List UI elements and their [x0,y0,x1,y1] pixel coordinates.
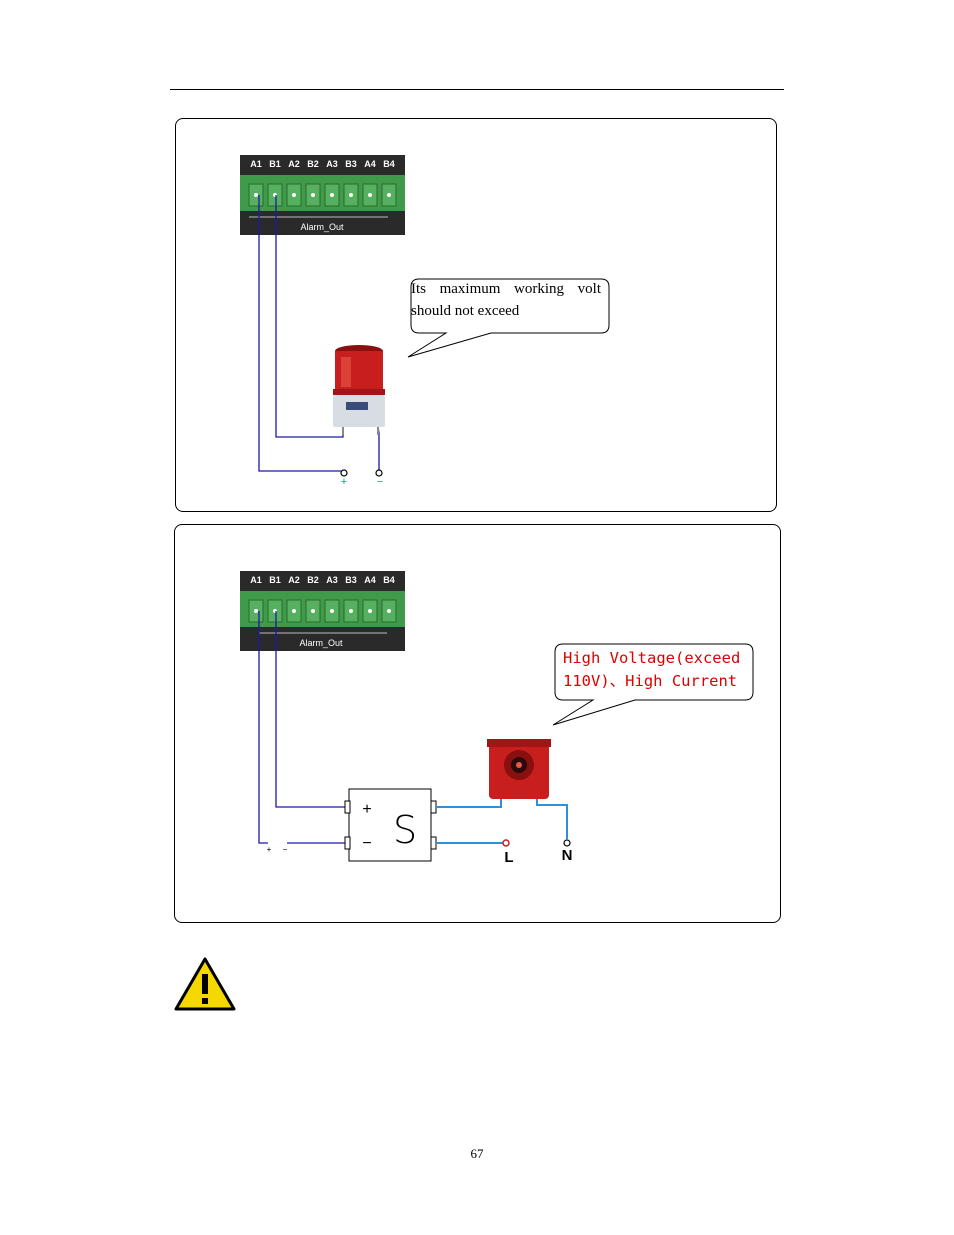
low-voltage-wiring-diagram: A1 B1 A2 B2 A3 B3 A4 B4 Alarm_Out + − [240,155,610,488]
terminal-hole-a2 [292,193,296,197]
page-number: 67 [470,1146,484,1161]
diagram-high-voltage-panel: A1 B1 A2 B2 A3 B3 A4 B4 Alarm_Out + − + − S L N [174,524,781,923]
terminal-label-b2: B2 [307,575,319,585]
terminal-label-b3: B3 [345,159,357,169]
connector-caption: Alarm_Out [299,638,343,648]
terminal-hole-a1 [254,609,258,613]
terminal-hole-b2 [311,193,315,197]
terminal-label-b3: B3 [345,575,357,585]
siren-image [487,739,551,799]
warning-triangle-icon [174,957,236,1011]
wire-a1 [258,195,344,472]
diagram-low-voltage-panel: A1 B1 A2 B2 A3 B3 A4 B4 Alarm_Out + − Its maxim… [175,118,777,512]
callout-line-1: Its maximum working volt [411,281,601,297]
alarm-out-connector: A1 B1 A2 B2 A3 B3 A4 B4 Alarm_Out [240,155,405,235]
terminal-hole-a1 [254,193,258,197]
terminal-hole-b3 [349,609,353,613]
terminal-hole-a2 [292,609,296,613]
terminal-label-b2: B2 [307,159,319,169]
callout-line-2: 110V)、High Current [563,672,738,690]
terminal-label-a4: A4 [364,159,376,169]
voltage-callout: Its maximum working volt should not exce… [411,278,601,322]
callout-line-1: High Voltage(exceed [563,649,741,667]
high-voltage-callout: High Voltage(exceed 110V)、High Current [563,647,743,693]
terminal-label-b1: B1 [269,159,281,169]
wire-b1 [275,611,345,808]
terminal-hole-b3 [349,193,353,197]
callout-line-2: should not exceed [411,303,520,319]
wire-neutral [536,795,568,839]
speech-bubble [407,278,610,358]
terminal-label-a2: A2 [288,575,300,585]
terminal-hole-a3 [330,193,334,197]
terminal-label-a3: A3 [326,575,338,585]
wire-a1 [258,611,268,844]
terminal-label-a4: A4 [364,575,376,585]
solid-state-relay: + − S [344,788,437,862]
line-label: L [504,849,513,866]
small-plus-label: + [267,845,272,854]
minus-label: − [377,476,383,488]
relay-minus: − [362,835,371,852]
terminal-hole-b4 [387,193,391,197]
terminal-hole-a4 [368,609,372,613]
terminal-hole-b2 [311,609,315,613]
terminal-label-a1: A1 [250,159,262,169]
terminal-hole-a4 [368,193,372,197]
terminal-hole-b4 [387,609,391,613]
speech-bubble [552,643,754,726]
plus-label: + [341,476,347,488]
alarm-light-image [333,345,385,435]
terminal-label-b4: B4 [383,575,395,585]
high-voltage-wiring-diagram: A1 B1 A2 B2 A3 B3 A4 B4 Alarm_Out + − + − S L N [240,571,754,866]
terminal-label-b4: B4 [383,159,395,169]
terminal-label-a2: A2 [288,159,300,169]
relay-plus: + [362,801,371,818]
alarm-out-connector: A1 B1 A2 B2 A3 B3 A4 B4 Alarm_Out [240,571,405,651]
neutral-label: N [562,847,573,864]
terminal-label-a3: A3 [326,159,338,169]
connector-caption: Alarm_Out [300,222,344,232]
relay-symbol: S [393,808,417,852]
terminal-label-a1: A1 [250,575,262,585]
small-minus-label: − [283,845,288,854]
terminal-hole-a3 [330,609,334,613]
terminal-label-b1: B1 [269,575,281,585]
header-rule [170,89,784,90]
